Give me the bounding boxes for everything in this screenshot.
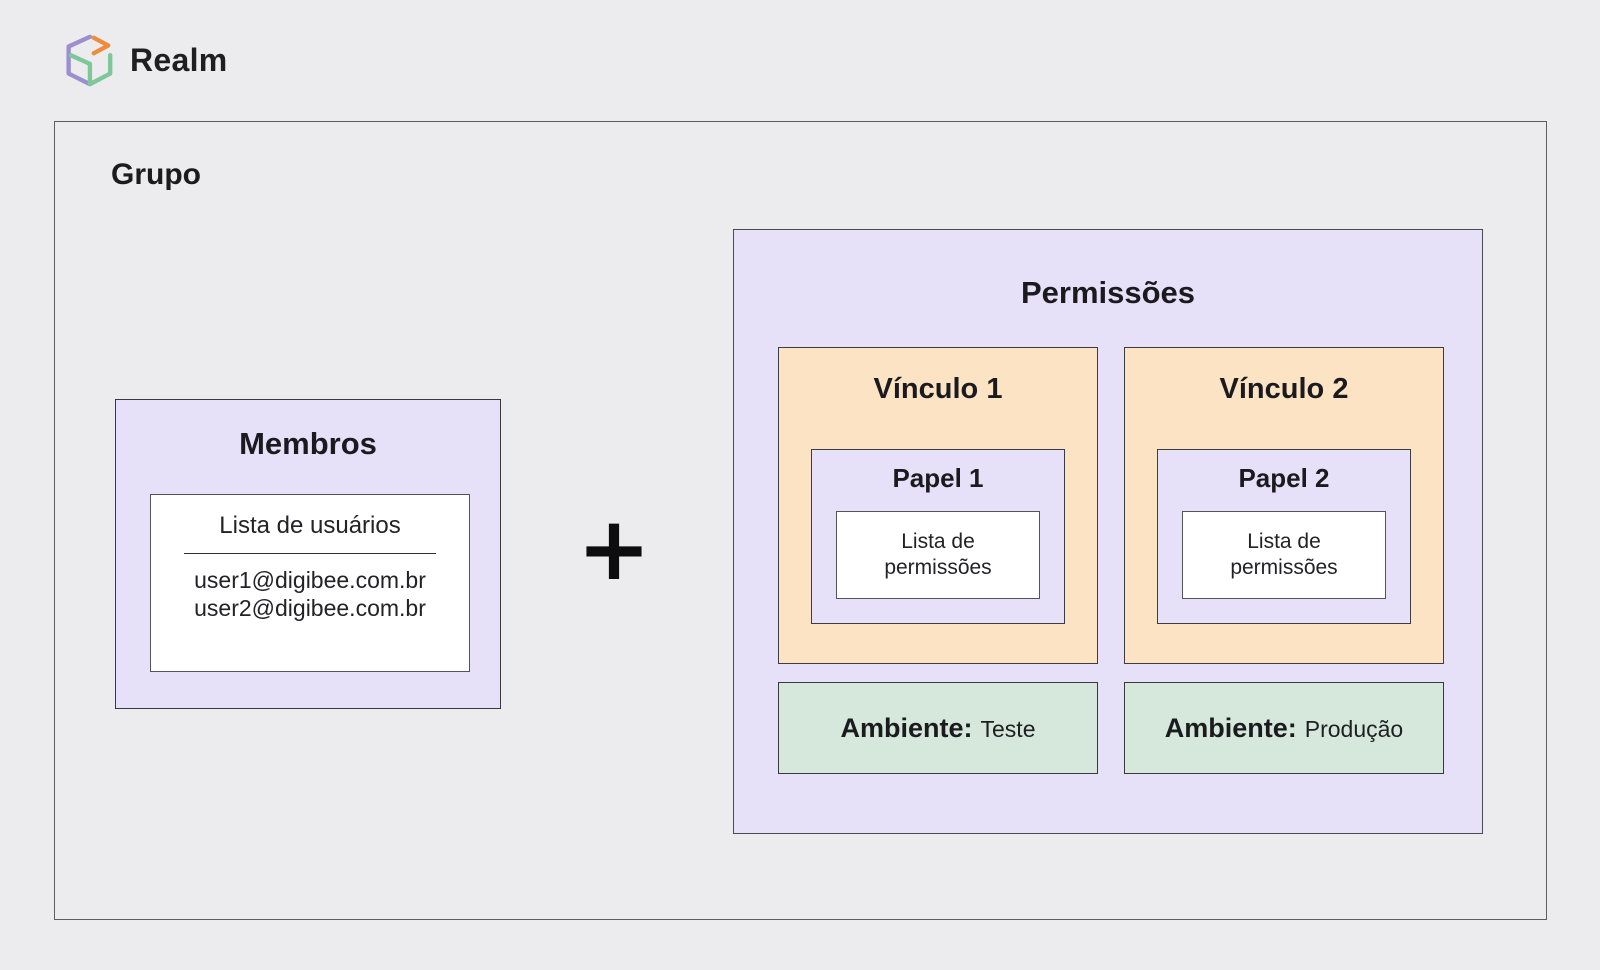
user-email: user2@digibee.com.br <box>194 595 426 621</box>
vinculo-1-title: Vínculo 1 <box>873 373 1003 405</box>
user-email: user1@digibee.com.br <box>194 567 426 593</box>
user-list-card: Lista de usuários user1@digibee.com.br u… <box>150 494 470 672</box>
vinculo-2-title: Vínculo 2 <box>1219 373 1349 405</box>
membros-box: Membros Lista de usuários user1@digibee.… <box>115 399 501 709</box>
ambiente-label: Ambiente: <box>840 713 973 743</box>
plus-icon: + <box>577 497 651 600</box>
user-list-title: Lista de usuários <box>219 512 401 539</box>
papel-1-box: Papel 1 Lista de permissões <box>811 449 1065 624</box>
grupo-container: Grupo Membros Lista de usuários user1@di… <box>54 121 1547 920</box>
permission-list-label: Lista de permissões <box>884 530 992 579</box>
ambiente-teste-box: Ambiente: Teste <box>778 682 1098 774</box>
papel-2-box: Papel 2 Lista de permissões <box>1157 449 1411 624</box>
divider-line <box>184 553 436 554</box>
realm-title: Realm <box>130 41 228 78</box>
papel-1-title: Papel 1 <box>892 463 984 493</box>
membros-title: Membros <box>239 426 377 461</box>
plus-sign: + <box>574 499 654 599</box>
ambiente-producao-box: Ambiente: Produção <box>1124 682 1444 774</box>
ambiente-label: Ambiente: <box>1164 713 1297 743</box>
vinculo-1-box: Vínculo 1 Papel 1 Lista de permissões <box>778 347 1098 664</box>
permission-list-card: Lista de permissões <box>1182 511 1386 599</box>
papel-2-title: Papel 2 <box>1238 463 1330 493</box>
ambiente-value: Produção <box>1304 716 1404 742</box>
permission-list-card: Lista de permissões <box>836 511 1040 599</box>
permissoes-box: Permissões Vínculo 1 Papel 1 Lista de pe… <box>733 229 1483 834</box>
grupo-label: Grupo <box>111 158 201 191</box>
permission-list-label: Lista de permissões <box>1230 530 1338 579</box>
permissoes-title: Permissões <box>1020 275 1196 310</box>
brand-header: Realm <box>58 31 228 89</box>
vinculo-2-box: Vínculo 2 Papel 2 Lista de permissões <box>1124 347 1444 664</box>
ambiente-value: Teste <box>980 716 1036 742</box>
digibee-cube-icon <box>66 34 113 87</box>
